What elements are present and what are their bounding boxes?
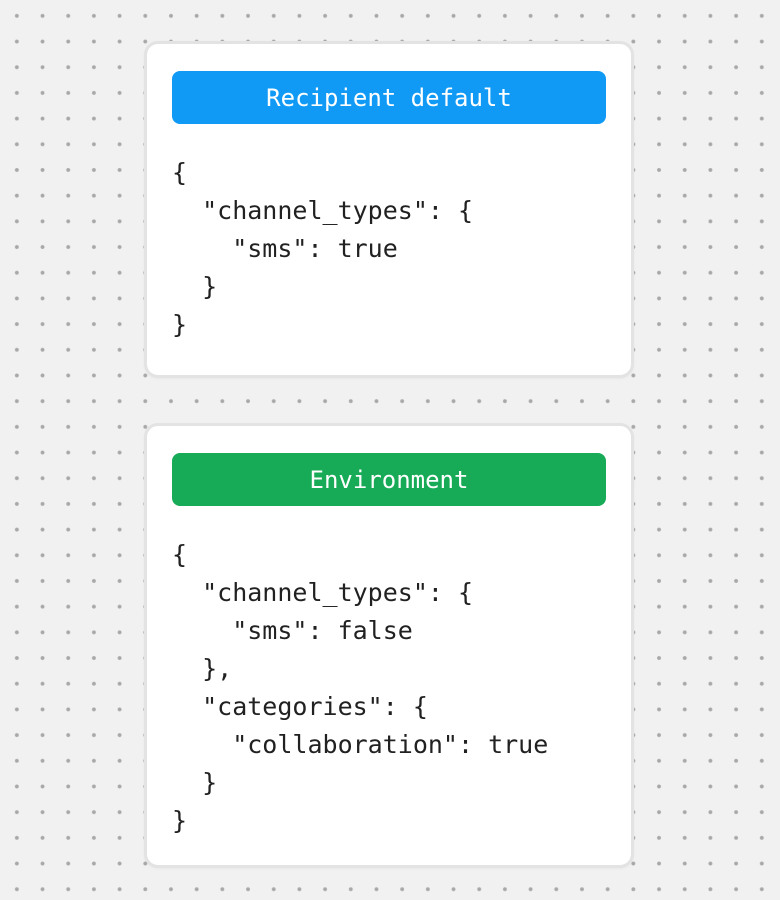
code-line: "channel_types": {	[172, 578, 474, 607]
environment-code-block: { "channel_types": { "sms": false }, "ca…	[172, 536, 606, 840]
recipient-default-header-label: Recipient default	[266, 83, 512, 112]
code-line: }	[172, 768, 218, 797]
code-line: {	[172, 540, 188, 569]
code-line: "sms": false	[172, 616, 413, 645]
recipient-default-header-badge: Recipient default	[172, 71, 606, 124]
code-line: }	[172, 310, 188, 339]
code-line: {	[172, 158, 188, 187]
code-line: "channel_types": {	[172, 196, 474, 225]
code-line: "categories": {	[172, 692, 428, 721]
code-line: }	[172, 272, 218, 301]
environment-card: Environment { "channel_types": { "sms": …	[144, 423, 634, 868]
code-line: }	[172, 806, 188, 835]
recipient-default-code-block: { "channel_types": { "sms": true } }	[172, 154, 606, 344]
recipient-default-card: Recipient default { "channel_types": { "…	[144, 41, 634, 378]
code-line: "collaboration": true	[172, 730, 549, 759]
code-line: },	[172, 654, 233, 683]
code-line: "sms": true	[172, 234, 398, 263]
environment-header-label: Environment	[309, 465, 469, 494]
environment-header-badge: Environment	[172, 453, 606, 506]
